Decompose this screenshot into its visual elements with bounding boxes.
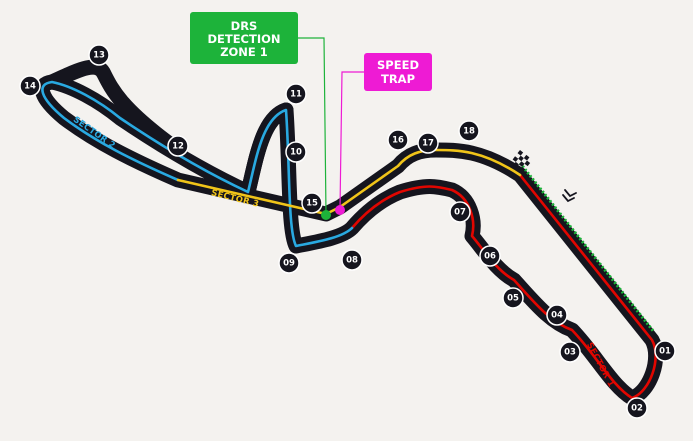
corner-number: 15 xyxy=(306,199,318,209)
speed-trap-point xyxy=(335,205,345,215)
speed-trap-line2: TRAP xyxy=(381,72,415,86)
corner-marker-circle xyxy=(285,83,307,105)
corner-marker-circle xyxy=(19,75,41,97)
corner-number: 17 xyxy=(422,139,434,149)
corner-number: 09 xyxy=(283,259,295,269)
corner-marker-14: 14 xyxy=(19,75,41,97)
corner-marker-07: 07 xyxy=(449,201,471,223)
corner-marker-circle xyxy=(559,341,581,363)
corner-number: 18 xyxy=(463,127,475,137)
speed-trap-line1: SPEED xyxy=(377,58,419,72)
corner-marker-circle xyxy=(479,245,501,267)
chequered-flag-icon xyxy=(512,150,531,173)
corner-marker-circle xyxy=(417,132,439,154)
corner-marker-circle xyxy=(167,135,189,157)
corner-markers: 01 02 03 04 05 06 07 08 09 10 11 12 13 14 15 16 17 18 xyxy=(19,44,676,419)
corner-number: 06 xyxy=(484,252,496,262)
corner-marker-circle xyxy=(502,287,524,309)
drs-label-line1: DRS xyxy=(231,19,258,33)
corner-marker-circle xyxy=(626,397,648,419)
corner-marker-15: 15 xyxy=(301,192,323,214)
speed-trap-leader-line xyxy=(339,71,364,210)
sector-2-line xyxy=(41,80,354,248)
corner-number: 01 xyxy=(659,347,671,357)
corner-marker-circle xyxy=(88,44,110,66)
corner-number: 07 xyxy=(454,208,466,218)
corner-marker-04: 04 xyxy=(546,304,568,326)
corner-marker-02: 02 xyxy=(626,397,648,419)
drs-leader-line xyxy=(298,37,327,215)
corner-number: 03 xyxy=(564,348,576,358)
corner-marker-06: 06 xyxy=(479,245,501,267)
corner-number: 04 xyxy=(551,311,563,321)
corner-marker-17: 17 xyxy=(417,132,439,154)
corner-number: 11 xyxy=(290,90,302,100)
speed-trap-label: SPEED TRAP xyxy=(364,53,432,91)
sector-1-line xyxy=(350,173,657,400)
corner-marker-circle xyxy=(341,249,363,271)
corner-marker-16: 16 xyxy=(387,129,409,151)
corner-number: 05 xyxy=(507,294,519,304)
corner-marker-03: 03 xyxy=(559,341,581,363)
corner-marker-circle xyxy=(387,129,409,151)
corner-number: 02 xyxy=(631,404,643,414)
sector-1-label: SECTOR 1 xyxy=(584,341,616,389)
corner-marker-11: 11 xyxy=(285,83,307,105)
corner-marker-circle xyxy=(278,252,300,274)
corner-marker-circle xyxy=(285,141,307,163)
corner-marker-circle xyxy=(546,304,568,326)
corner-marker-01: 01 xyxy=(654,340,676,362)
corner-marker-circle xyxy=(449,201,471,223)
corner-marker-18: 18 xyxy=(458,120,480,142)
drs-detection-point xyxy=(321,210,331,220)
corner-marker-circle xyxy=(654,340,676,362)
drs-label-line2: DETECTION xyxy=(207,32,280,46)
corner-marker-09: 09 xyxy=(278,252,300,274)
corner-number: 10 xyxy=(290,148,302,158)
corner-number: 13 xyxy=(93,51,105,61)
direction-chevrons-icon xyxy=(562,189,577,203)
corner-marker-circle xyxy=(458,120,480,142)
corner-marker-12: 12 xyxy=(167,135,189,157)
corner-marker-10: 10 xyxy=(285,141,307,163)
corner-number: 12 xyxy=(172,142,184,152)
corner-number: 16 xyxy=(392,136,404,146)
corner-number: 14 xyxy=(24,82,36,92)
corner-marker-05: 05 xyxy=(502,287,524,309)
drs-detection-label: DRS DETECTION ZONE 1 xyxy=(190,12,298,64)
corner-marker-circle xyxy=(301,192,323,214)
corner-number: 08 xyxy=(346,256,358,266)
corner-marker-13: 13 xyxy=(88,44,110,66)
drs-label-line3: ZONE 1 xyxy=(220,45,268,59)
corner-marker-08: 08 xyxy=(341,249,363,271)
